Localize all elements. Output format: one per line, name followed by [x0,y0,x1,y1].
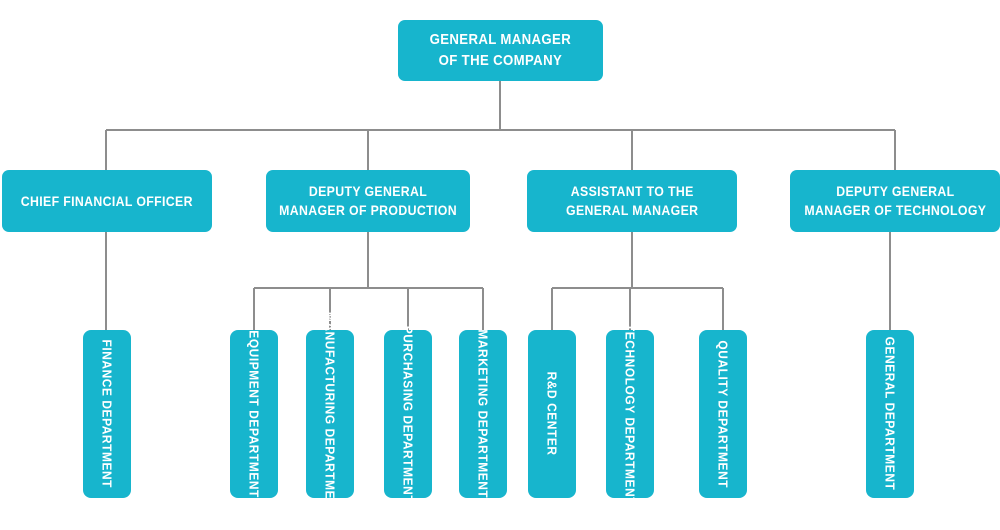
node-label: R&D CENTER [544,372,560,456]
node-deputy-general-manager-of-production[interactable]: DEPUTY GENERAL MANAGER OF PRODUCTION [266,170,470,232]
node-label: DEPUTY GENERAL MANAGER OF TECHNOLOGY [804,183,986,218]
node-quality-department[interactable]: QUALITY DEPARTMENT [699,330,747,498]
node-label: CHIEF FINANCIAL OFFICER [20,192,194,209]
node-deputy-general-manager-of-technology[interactable]: DEPUTY GENERAL MANAGER OF TECHNOLOGY [790,170,1000,232]
node-technology-department[interactable]: TECHNOLOGY DEPARTMENT [606,323,654,505]
node-label: ASSISTANT TO THE GENERAL MANAGER [565,183,699,218]
node-label: EQUIPMENT DEPARTMENT [246,330,262,498]
node-general-manager[interactable]: GENERAL MANAGER OF THE COMPANY [398,20,603,81]
node-equipment-department[interactable]: EQUIPMENT DEPARTMENT [230,330,278,498]
node-general-department[interactable]: GENERAL DEPARTMENT [866,330,914,498]
node-label: QUALITY DEPARTMENT [715,340,731,488]
node-label: GENERAL MANAGER OF THE COMPANY [429,31,572,69]
node-marketing-department[interactable]: MARKETING DEPARTMENT [459,330,507,498]
node-label: FINANCE DEPARTMENT [99,339,115,489]
node-label: PURCHASING DEPARTMENT [400,325,416,503]
node-label: MARKETING DEPARTMENT [475,329,491,499]
node-label: GENERAL DEPARTMENT [882,337,898,491]
node-manufacturing-department[interactable]: MANUFACTURING DEPARTMENT [306,312,354,516]
node-purchasing-department[interactable]: PURCHASING DEPARTMENT [384,325,432,503]
node-rd-center[interactable]: R&D CENTER [528,330,576,498]
node-assistant-to-the-general-manager[interactable]: ASSISTANT TO THE GENERAL MANAGER [527,170,737,232]
node-finance-department[interactable]: FINANCE DEPARTMENT [83,330,131,498]
node-label: MANUFACTURING DEPARTMENT [322,311,338,517]
node-label: TECHNOLOGY DEPARTMENT [622,323,638,505]
node-chief-financial-officer[interactable]: CHIEF FINANCIAL OFFICER [2,170,212,232]
node-label: DEPUTY GENERAL MANAGER OF PRODUCTION [279,183,457,218]
